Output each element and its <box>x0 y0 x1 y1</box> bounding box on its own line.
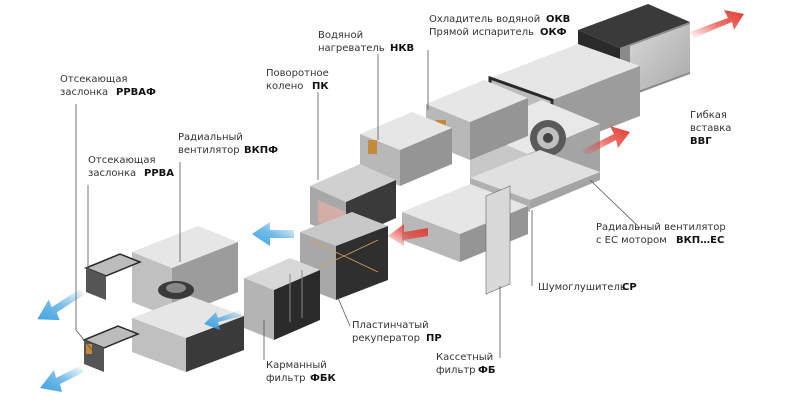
label-fbk: Карманный фильтр ФБК <box>266 360 337 384</box>
label-fb-code: ФБ <box>478 365 496 376</box>
label-vkp-ec-line1: Радиальный вентилятор <box>596 222 726 233</box>
label-fb-line1: Кассетный <box>436 352 493 363</box>
label-vkp-ec-line2: с ЕС мотором <box>596 235 667 246</box>
label-rrva-line2: заслонка <box>88 168 136 179</box>
label-vvg-line2: вставка <box>690 123 731 134</box>
label-rrvaf-code: РРВАФ <box>116 87 156 98</box>
recuperator-pr <box>300 212 388 300</box>
label-okv-line1: Охладитель водяной <box>429 14 540 25</box>
supply-arrow-mid <box>252 222 294 246</box>
label-okf-code: ОКФ <box>540 27 567 38</box>
label-vvg-line1: Гибкая <box>690 110 727 121</box>
label-vvg: Гибкая вставка ВВГ <box>690 110 731 147</box>
label-sr-line1: Шумоглушитель <box>538 282 626 293</box>
label-sr: Шумоглушитель СР <box>538 282 637 293</box>
lower-duct-line <box>37 150 600 392</box>
label-pr-code: ПР <box>426 333 442 344</box>
label-fbk-line2: фильтр <box>266 373 306 384</box>
label-pk-code: ПК <box>312 81 329 92</box>
label-rrvaf-line1: Отсекающая <box>60 74 128 85</box>
cassette-filter-fb <box>485 185 511 295</box>
label-okv-okf: Охладитель водяной ОКВ Прямой испаритель… <box>429 14 570 38</box>
label-sr-code: СР <box>622 282 637 293</box>
label-pr: Пластинчатый рекуператор ПР <box>352 320 442 344</box>
label-vkp-ec: Радиальный вентилятор с ЕС мотором ВКП…Е… <box>596 222 726 246</box>
label-okf-line1: Прямой испаритель <box>429 27 534 38</box>
label-rrvaf-line2: заслонка <box>60 87 108 98</box>
label-rrva-line1: Отсекающая <box>88 155 156 166</box>
radial-fan-vkpf <box>132 226 238 318</box>
exhaust-arrow-top <box>690 10 744 38</box>
label-nkv: Водяной нагреватель НКВ <box>318 30 414 54</box>
label-rrva-code: РРВА <box>144 168 174 179</box>
label-pk-line2: колено <box>266 81 303 92</box>
pocket-filter-fbk <box>244 258 320 340</box>
damper-rrva <box>84 253 142 300</box>
label-okv-code: ОКВ <box>546 14 570 25</box>
label-pk: Поворотное колено ПК <box>266 68 329 92</box>
supply-arrow-fbk <box>204 310 242 330</box>
damper-rrvaf <box>82 325 140 372</box>
supply-arrow-left-bottom <box>40 366 84 392</box>
label-nkv-code: НКВ <box>390 43 414 54</box>
label-vkpf-line1: Радиальный <box>178 132 243 143</box>
label-vkp-ec-code: ВКП…ЕС <box>676 235 724 246</box>
label-fbk-code: ФБК <box>310 373 337 384</box>
label-rrva: Отсекающая заслонка РРВА <box>88 155 174 179</box>
label-vvg-code: ВВГ <box>690 136 712 147</box>
housing-lower-left <box>132 296 244 372</box>
label-fb-line2: фильтр <box>436 365 476 376</box>
recuperator-red-arrow <box>388 224 428 246</box>
label-fbk-line1: Карманный <box>266 360 327 371</box>
label-nkv-line2: нагреватель <box>318 43 385 54</box>
label-pk-line1: Поворотное <box>266 68 329 79</box>
label-vkpf: Радиальный вентилятор ВКПФ <box>178 132 278 156</box>
label-vkpf-line2: вентилятор <box>178 145 240 156</box>
label-vkpf-code: ВКПФ <box>244 145 278 156</box>
label-rrvaf: Отсекающая заслонка РРВАФ <box>60 74 156 98</box>
fan-red-arrow <box>582 126 630 156</box>
supply-arrow-left-top <box>37 289 85 321</box>
label-fb: Кассетный фильтр ФБ <box>436 352 496 376</box>
label-pr-line2: рекуператор <box>352 333 420 344</box>
label-nkv-line1: Водяной <box>318 30 363 41</box>
label-pr-line1: Пластинчатый <box>352 320 429 331</box>
leader-lines <box>75 50 641 360</box>
